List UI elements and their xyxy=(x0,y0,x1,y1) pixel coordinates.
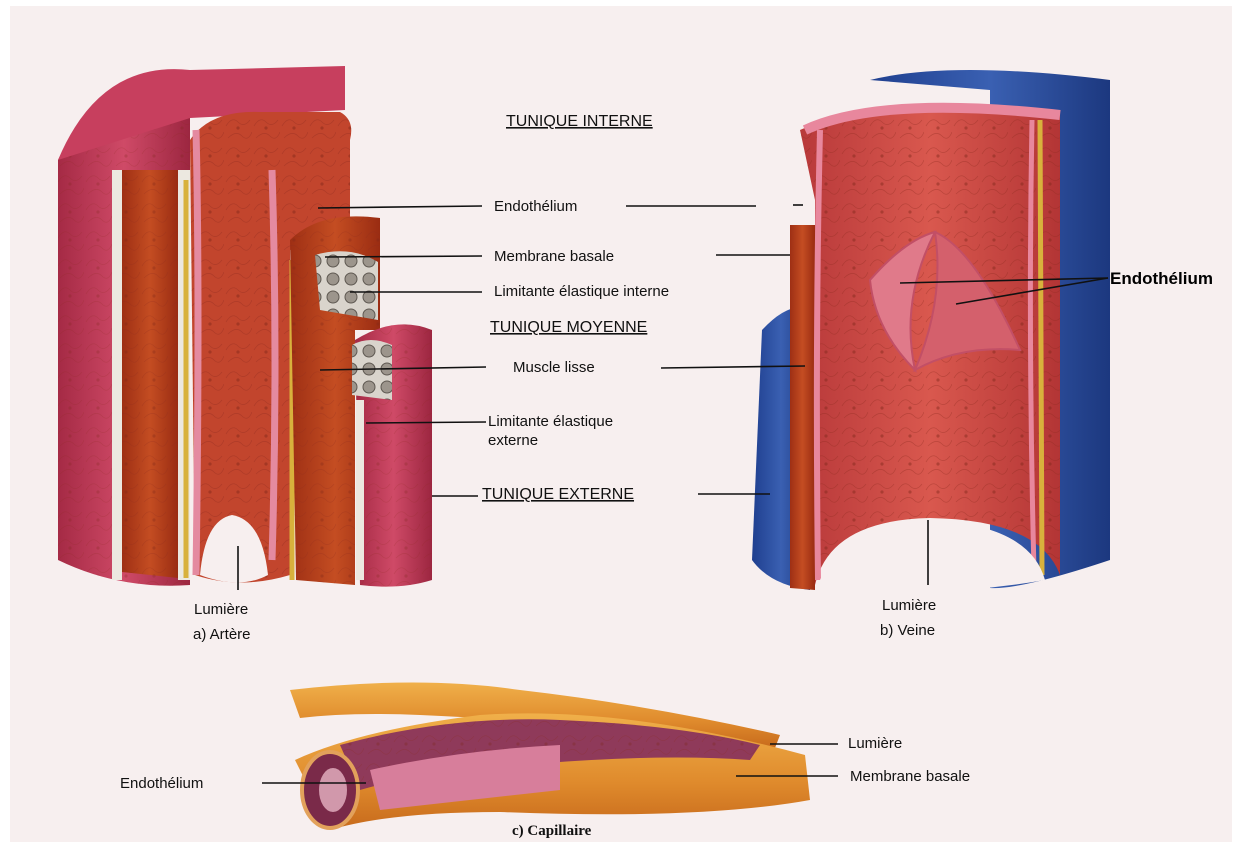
caption-artery-title: a) Artère xyxy=(193,626,251,643)
label-limitante-interne: Limitante élastique interne xyxy=(494,283,669,300)
label-membrane-basale-artery: Membrane basale xyxy=(494,248,614,265)
vein-illustration xyxy=(752,70,1110,591)
label-capillary-endothelium: Endothélium xyxy=(120,775,203,792)
heading-tunique-interne: TUNIQUE INTERNE xyxy=(506,113,653,130)
label-endothelium-artery: Endothélium xyxy=(494,198,577,215)
caption-artery-lumen: Lumière xyxy=(194,601,248,618)
caption-vein-lumen: Lumière xyxy=(882,597,936,614)
caption-capillary-title: c) Capillaire xyxy=(512,823,592,839)
capillary-illustration xyxy=(290,683,810,831)
label-limitante-externe-line1: Limitante élastique xyxy=(488,413,613,430)
heading-tunique-moyenne: TUNIQUE MOYENNE xyxy=(490,319,647,336)
label-capillary-lumiere: Lumière xyxy=(848,735,902,752)
heading-tunique-externe: TUNIQUE EXTERNE xyxy=(482,486,634,503)
label-capillary-membrane-basale: Membrane basale xyxy=(850,768,970,785)
artery-illustration xyxy=(58,66,432,587)
label-endothelium-vein: Endothélium xyxy=(1110,269,1213,288)
label-limitante-externe-line2: externe xyxy=(488,432,538,449)
label-muscle-lisse: Muscle lisse xyxy=(513,359,595,376)
caption-vein-title: b) Veine xyxy=(880,622,935,639)
